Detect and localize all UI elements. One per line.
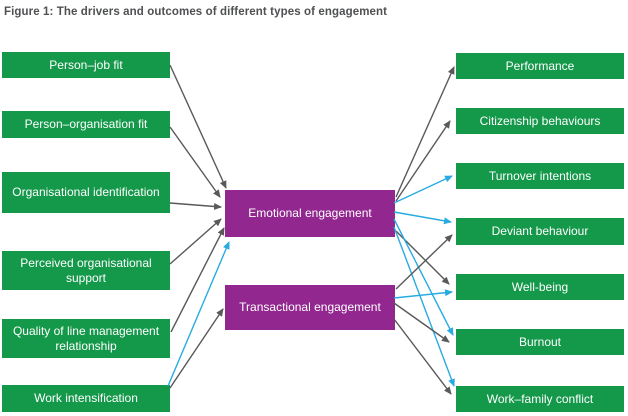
node-wb: Well-being [456,274,624,300]
node-label: Person–organisation fit [24,117,148,131]
node-qlm: Quality of line management relationship [2,319,170,358]
node-label: Citizenship behaviours [479,113,601,128]
node-label: Well-being [511,279,569,294]
node-label: Perceived organisational support [20,255,152,285]
arrow-emo-to-dev [393,211,452,225]
arrow-wi-to-tra [169,308,224,389]
node-perf: Performance [456,53,624,79]
node-pof: Person–organisation fit [2,111,170,138]
arrow-emo-to-wb [395,230,450,285]
node-label: Person–job fit [49,57,123,72]
arrow-emo-to-perf [395,66,455,198]
arrow-emo-to-cit [395,120,451,202]
figure-title: Figure 1: The drivers and outcomes of di… [4,6,388,18]
arrow-tra-to-burn [393,302,450,343]
node-label: Turnover intentions [488,168,592,183]
node-to: Turnover intentions [456,163,624,189]
arrow-pjf-to-emo [169,64,227,189]
node-pjf: Person–job fit [2,52,170,78]
node-label: Organisational identification [12,185,160,199]
node-label: Deviant behaviour [491,224,589,238]
node-burn: Burnout [456,329,624,355]
node-label: Transactional engagement [239,300,381,314]
arrow-wi-to-emo [167,241,230,387]
arrow-tra-to-dev [395,234,453,290]
arrow-oi-to-emo [169,202,222,210]
node-cit: Citizenship behaviours [456,108,624,134]
node-oi: Organisational identification [2,172,170,213]
arrow-tra-to-wb [393,289,453,299]
node-pos: Perceived organisational support [2,251,170,290]
node-wfc: Work–family conflict [456,386,624,412]
node-wi: Work intensification [2,385,170,412]
node-label: Burnout [518,334,562,349]
node-label: Quality of line management relationship [12,323,160,353]
node-emo: Emotional engagement [225,190,395,237]
node-dev: Deviant behaviour [456,218,624,245]
node-label: Emotional engagement [248,206,372,220]
node-label: Work–family conflict [486,391,594,406]
arrow-pof-to-emo [169,126,221,198]
arrow-emo-to-to [393,175,453,204]
arrow-emo-to-wfc [393,226,455,387]
node-label: Performance [505,58,575,73]
arrow-tra-to-wfc [393,318,452,395]
arrow-emo-to-burn [393,218,454,336]
node-label: Work intensification [34,391,138,405]
node-tra: Transactional engagement [225,285,395,330]
arrow-pos-to-emo [169,218,222,265]
arrow-qlm-to-emo [170,227,225,333]
